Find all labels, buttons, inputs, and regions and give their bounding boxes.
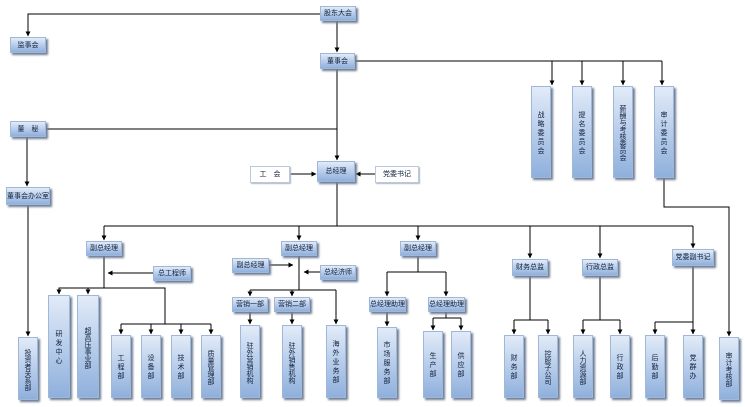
node-zhuwai2: 驻外销售机构 [282,325,302,398]
node-fuzong2: 副总经理 [281,241,317,256]
node-zhiliang: 质量管理部 [201,335,221,398]
node-shengchan: 生产部 [423,331,443,398]
node-dongshiban: 董事会办公室 [6,187,50,205]
node-timing: 提名委员会 [572,86,592,178]
node-caiwuzongjian: 财务总监 [512,259,548,276]
node-chaogaoya: 超高压事业部 [77,295,99,398]
node-shenjikaohe: 审计考核部 [719,337,739,400]
node-dongmi: 董 秘 [10,121,46,137]
node-konggu: 控股子公司 [538,335,558,398]
node-dangweifu: 党委副书记 [672,249,714,266]
node-haiwai: 海外业务部 [326,325,346,398]
node-zongjingli: 总经理 [317,161,355,182]
node-yingxiao2: 营销二部 [274,297,310,312]
node-shenji-wh: 审计委员会 [654,86,674,178]
node-zhanlue: 战略委员会 [531,86,551,178]
node-dangqun: 党群办 [683,335,703,398]
node-gudong: 股东大会 [320,6,356,21]
node-gongcheng: 工程部 [111,335,131,398]
node-yanfa: 研发中心 [48,295,70,398]
node-jianshi: 监事会 [10,37,46,53]
node-xingzhengzongjian: 行政总监 [582,259,618,276]
node-renli: 人力资源部 [573,335,593,398]
node-touzizhe: 投资者关系部 [18,337,38,400]
node-shichang: 市场服务部 [377,327,397,398]
node-houqin: 后勤部 [645,335,665,398]
node-yingxiao1: 营销一部 [232,297,268,312]
node-gonghui: 工 会 [250,166,290,183]
node-dongshi: 董事会 [320,53,355,69]
node-xingzheng: 行政部 [610,335,630,398]
node-zhuli1: 总经理助理 [369,297,406,312]
node-zonggong: 总工程师 [153,266,191,281]
node-zongjingji: 总经济师 [320,265,356,280]
node-dangwei: 党委书记 [375,166,419,183]
node-shebei: 设备部 [141,335,161,398]
node-zhuwai1: 驻外营销机构 [240,325,260,398]
node-fuzong3: 副总经理 [400,241,436,256]
node-fuzong1: 副总经理 [86,241,122,256]
node-gongying: 供应部 [451,331,471,398]
node-fuzong2b: 副总经理 [232,258,269,273]
node-caiwu: 财务部 [504,335,524,398]
node-jishu: 技术部 [171,335,191,398]
node-xinchou: 薪酬与考核委员会 [613,86,633,178]
node-zhuli2: 总经理助理 [428,297,465,312]
